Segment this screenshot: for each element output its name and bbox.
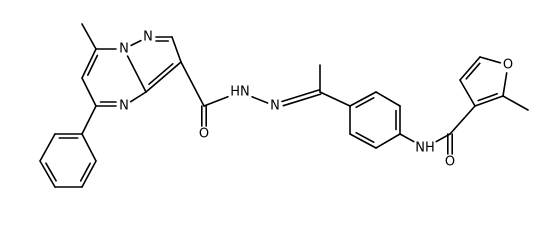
bond-r5-r6-inner [355, 131, 375, 143]
atom-label-o1: O [199, 127, 209, 142]
atom-o2: O [445, 155, 455, 170]
bond-p2-p3 [39, 133, 56, 162]
atom-label-n7: NH [415, 141, 435, 156]
bond-p3-p4-inner [45, 162, 57, 182]
bond-r1-r2 [349, 91, 377, 107]
bond-c3a-n1 [126, 55, 147, 93]
bond-r4-n7 [399, 133, 415, 143]
atom-o1: O [199, 127, 209, 142]
bond-c8-n5 [203, 95, 229, 107]
bond-f4-f5 [459, 56, 481, 81]
bond-c5-c6 [81, 77, 97, 107]
atom-o3: O [503, 58, 513, 73]
bond-r4-r5 [375, 133, 401, 149]
bond-c6-c7 [81, 48, 97, 79]
bond-c3-c8 [180, 61, 205, 107]
bond-f2-me3 [502, 95, 529, 111]
bond-o3-f2 [502, 72, 508, 97]
bond-p5-p6 [81, 160, 97, 188]
bond-r1-r2-inner [355, 97, 375, 109]
bond-f3-f4 [459, 79, 476, 107]
atom-label-n6: N [270, 99, 280, 114]
atom-n5: HN [230, 85, 250, 100]
bond-c3a-n4 [129, 91, 147, 103]
atom-n2: N [143, 30, 153, 45]
bond-c5-p1 [81, 105, 97, 135]
atom-label-n2: N [143, 30, 153, 45]
bond-c10-f3 [449, 105, 476, 135]
bond-n6-c9-second [281, 89, 321, 103]
bond-f4-f5-inner [465, 62, 481, 80]
atom-n4: N [119, 99, 129, 114]
bond-f2-f3-inner [477, 93, 499, 102]
bond-layer [39, 23, 529, 188]
bond-r2-r3 [375, 91, 401, 107]
atom-label-o2: O [445, 155, 455, 170]
bond-n6-c9 [282, 93, 322, 107]
bond-p3-p4 [39, 160, 56, 188]
atom-label-n5: HN [230, 85, 250, 100]
bond-n5-n6 [251, 96, 269, 104]
bond-c6-c7-inner [87, 54, 99, 76]
bond-p5-p6-inner [79, 162, 91, 182]
bond-n1-n2 [130, 39, 142, 47]
bond-me1-c7 [81, 23, 97, 50]
bond-c2-c3 [171, 36, 182, 63]
bond-p6-p1 [81, 133, 97, 162]
atom-n1: N [119, 42, 129, 57]
atom-label-n1: N [119, 42, 129, 57]
bond-f2-f3 [474, 95, 504, 107]
bond-f5-o3 [479, 56, 502, 64]
atom-n7: NH [415, 141, 435, 156]
atom-label-n4: N [119, 99, 129, 114]
bond-c9-r1 [319, 91, 351, 107]
bond-c3-c3a-inner [148, 62, 174, 85]
atom-n6: N [270, 99, 280, 114]
atom-label-o3: O [503, 58, 513, 73]
bond-r5-r6 [349, 133, 377, 149]
bond-c3-c3a [145, 61, 182, 93]
